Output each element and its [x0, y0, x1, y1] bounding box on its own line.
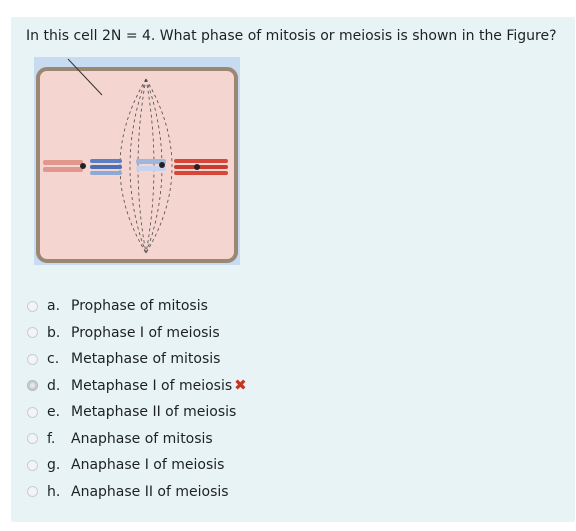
radio-button-e[interactable]	[27, 406, 38, 418]
option-letter: h.	[47, 483, 61, 500]
question-text: In this cell 2N = 4. What phase of mitos…	[26, 28, 557, 44]
figure-illustration	[34, 57, 240, 265]
option-label: Prophase of mitosis	[71, 298, 208, 314]
option-letter: e.	[47, 404, 61, 420]
option-h[interactable]: h. Anaphase II of meiosis	[27, 482, 229, 502]
incorrect-icon: ✖	[234, 376, 247, 394]
option-label: Metaphase I of meiosis	[71, 377, 233, 394]
radio-button-h[interactable]	[27, 486, 38, 497]
option-label: Metaphase II of meiosis	[71, 404, 237, 420]
option-letter: g.	[47, 457, 61, 473]
option-letter: a.	[47, 298, 61, 314]
option-label: Anaphase I of meiosis	[71, 457, 225, 473]
option-c[interactable]: c. Metaphase of mitosis	[27, 349, 220, 369]
chromosomes	[43, 159, 228, 175]
radio-button-g[interactable]	[27, 459, 38, 471]
option-b[interactable]: b. Prophase I of meiosis	[27, 323, 220, 343]
radio-button-f[interactable]	[27, 433, 38, 444]
question-card: In this cell 2N = 4. What phase of mitos…	[11, 17, 575, 522]
radio-button-b[interactable]	[27, 327, 38, 338]
radio-button-d-selected[interactable]	[27, 380, 38, 391]
option-g[interactable]: g. Anaphase I of meiosis	[27, 455, 224, 475]
pointer-line	[67, 58, 103, 96]
cell-membrane	[36, 67, 238, 263]
option-letter: d.	[47, 377, 61, 394]
option-letter: b.	[47, 324, 61, 341]
option-e[interactable]: e. Metaphase II of meiosis	[27, 402, 236, 422]
radio-button-c[interactable]	[27, 353, 38, 365]
cell-division-figure	[34, 57, 240, 265]
option-letter: c.	[47, 351, 60, 367]
option-a[interactable]: a. Prophase of mitosis	[27, 296, 208, 316]
option-label: Anaphase of mitosis	[71, 430, 213, 447]
option-label: Anaphase II of meiosis	[71, 483, 229, 500]
option-f[interactable]: f. Anaphase of mitosis	[27, 429, 213, 449]
option-label: Prophase I of meiosis	[71, 324, 220, 341]
radio-button-a[interactable]	[27, 300, 38, 312]
option-d[interactable]: d. Metaphase I of meiosis ✖	[27, 376, 247, 396]
option-letter: f.	[47, 430, 56, 447]
option-label: Metaphase of mitosis	[71, 351, 221, 367]
